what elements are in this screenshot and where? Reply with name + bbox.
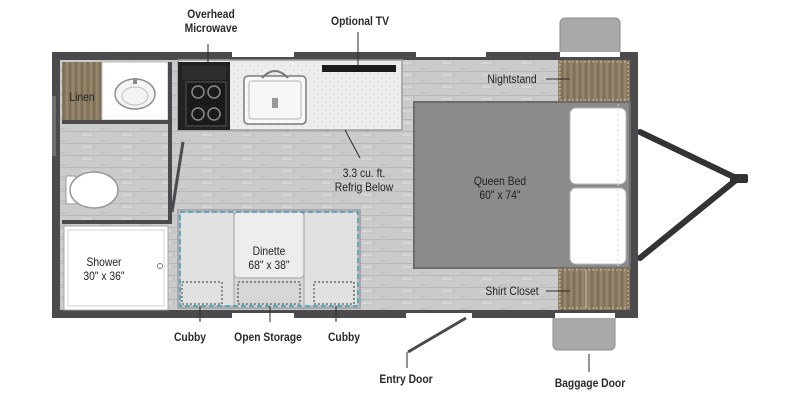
label-overhead-microwave-line2: Microwave [184, 21, 238, 35]
label-baggage-door: Baggage Door [554, 376, 626, 390]
open-storage [237, 281, 301, 305]
label-optional-tv: Optional TV [331, 14, 389, 28]
label-shower-line1: Shower [86, 255, 122, 269]
label-linen: Linen [69, 90, 95, 104]
label-entry-door: Entry Door [379, 372, 433, 386]
cooktop [185, 81, 227, 127]
queen-bed [413, 101, 631, 269]
window-bottom-1 [232, 313, 294, 318]
entry-door-swing [407, 316, 467, 354]
label-cubby-right: Cubby [327, 330, 361, 344]
window-bottom-3 [555, 313, 615, 318]
label-dinette-line2: 68" x 38" [248, 258, 290, 272]
label-open-storage: Open Storage [234, 330, 302, 344]
bath-wall-right [168, 62, 172, 222]
trailer-hitch [637, 129, 748, 261]
label-overhead-microwave: Overhead Microwave [183, 7, 240, 35]
bath-wall-top [62, 120, 172, 124]
linen-cabinet [62, 62, 102, 120]
shower-drain [157, 263, 163, 269]
label-queen-bed: Queen Bed 60" x 74" [467, 174, 532, 202]
toilet [65, 171, 119, 209]
label-dinette: Dinette 68" x 38" [239, 244, 299, 272]
window-left [52, 96, 56, 156]
dinette-outline [179, 211, 359, 307]
label-overhead-microwave-line1: Overhead [187, 7, 235, 21]
label-shirt-closet: Shirt Closet [485, 284, 539, 298]
dinette [177, 209, 361, 309]
window-top-3 [560, 52, 620, 57]
label-dinette-line1: Dinette [252, 244, 286, 258]
optional-tv [322, 65, 396, 72]
window-top-1 [232, 52, 294, 57]
cubby-right [313, 281, 355, 305]
label-refrig-line1: 3.3 cu. ft. [342, 166, 386, 180]
label-queen-bed-line2: 60" x 74" [479, 188, 521, 202]
bath-door [170, 141, 185, 213]
entry-door-gap [406, 313, 472, 318]
label-cubby-left: Cubby [173, 330, 207, 344]
shirt-closet [558, 268, 630, 310]
leader-lines [199, 32, 590, 372]
shower [63, 225, 169, 311]
cubby-left [181, 281, 223, 305]
nightstand [558, 60, 630, 102]
window-top-2 [416, 52, 486, 57]
label-refrig: 3.3 cu. ft. Refrig Below [331, 166, 396, 194]
bath-wall-bottom [62, 220, 172, 224]
label-refrig-line2: Refrig Below [334, 180, 394, 194]
label-nightstand: Nightstand [487, 72, 537, 86]
label-shower: Shower 30" x 36" [76, 255, 131, 283]
label-shower-line2: 30" x 36" [83, 269, 125, 283]
label-queen-bed-line1: Queen Bed [473, 174, 527, 188]
